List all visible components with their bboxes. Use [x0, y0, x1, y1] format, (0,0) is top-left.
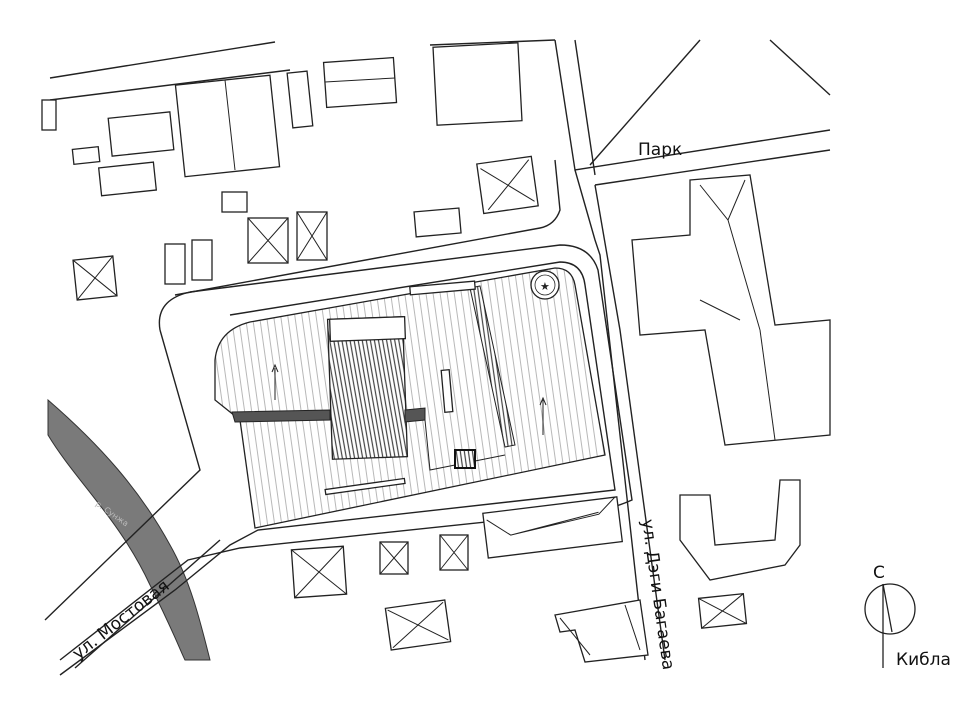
entrance-canopy — [409, 280, 476, 296]
minaret — [454, 449, 476, 469]
path-courtyard — [424, 419, 506, 471]
road-park-edge-1 — [554, 39, 831, 171]
road-north-of-block — [174, 159, 561, 296]
walkway-east — [404, 407, 426, 423]
walkway-diagonal — [469, 285, 516, 448]
walkway-west — [231, 409, 331, 423]
road-top-edge-1 — [49, 41, 276, 79]
park-label: Парк — [638, 140, 682, 160]
mosque-block-inner — [59, 261, 616, 676]
street-mostovaya-label: ул. Мостовая — [69, 576, 174, 664]
buildings-south — [290, 496, 649, 663]
compass-circle — [864, 583, 916, 635]
road-park-edge-2 — [574, 39, 596, 176]
park-boundary-3 — [769, 39, 831, 96]
compass-indicator: С Кибла — [864, 563, 951, 670]
buildings-east — [631, 174, 831, 629]
qibla-label: Кибла — [896, 650, 951, 670]
north-line — [882, 583, 893, 633]
mosque-portico — [328, 316, 407, 342]
fountain-bar — [440, 369, 454, 413]
arrow-east — [539, 396, 547, 435]
star-icon: ★ — [540, 280, 550, 293]
roundel-inner — [534, 274, 556, 296]
road-top-edge-2 — [49, 69, 291, 101]
bench-bottom — [324, 477, 406, 496]
street-dagi-bagaeva-edge-east — [594, 184, 666, 661]
mosque-site — [214, 267, 606, 529]
river — [47, 398, 211, 661]
pyramid-houses — [72, 155, 539, 301]
arrow-west — [271, 363, 279, 400]
park-boundary-1 — [589, 39, 701, 166]
street-mostovaya-edge-2 — [74, 539, 221, 669]
buildings-north — [41, 42, 523, 238]
park-boundary-2 — [594, 149, 831, 186]
road-top-edge-3 — [429, 39, 556, 46]
street-mostovaya-edge-1 — [44, 329, 201, 621]
street-dagi-bagaeva-edge-west — [574, 169, 646, 661]
north-letter: С — [873, 563, 885, 583]
